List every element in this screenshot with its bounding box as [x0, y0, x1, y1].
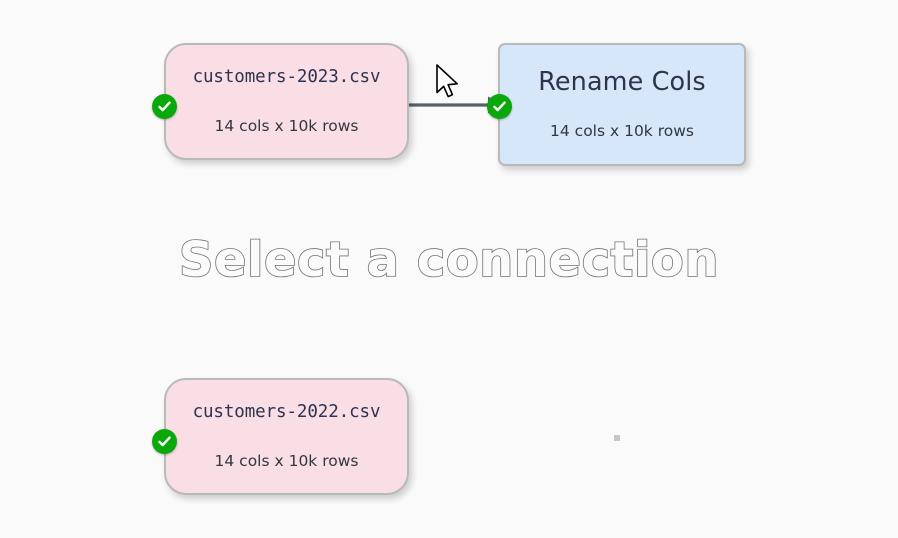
- check-circle-icon[interactable]: [152, 94, 177, 119]
- node-title: customers-2023.csv: [192, 66, 381, 87]
- check-circle-icon[interactable]: [152, 429, 177, 454]
- node-title: customers-2022.csv: [192, 401, 381, 422]
- node-subtitle: 14 cols x 10k rows: [550, 121, 694, 140]
- node-customers-2023[interactable]: customers-2023.csv 14 cols x 10k rows: [152, 43, 409, 160]
- node-title: Rename Cols: [538, 67, 706, 97]
- canvas-grid-dot: [614, 435, 620, 441]
- node-subtitle: 14 cols x 10k rows: [214, 117, 359, 135]
- node-subtitle: 14 cols x 10k rows: [214, 452, 359, 470]
- node-rename-cols[interactable]: Rename Cols 14 cols x 10k rows: [487, 43, 746, 166]
- overlay-message: Select a connection: [178, 232, 720, 288]
- check-circle-icon[interactable]: [487, 94, 512, 119]
- arrow-pointer-icon: [436, 64, 458, 98]
- node-customers-2022[interactable]: customers-2022.csv 14 cols x 10k rows: [152, 378, 409, 495]
